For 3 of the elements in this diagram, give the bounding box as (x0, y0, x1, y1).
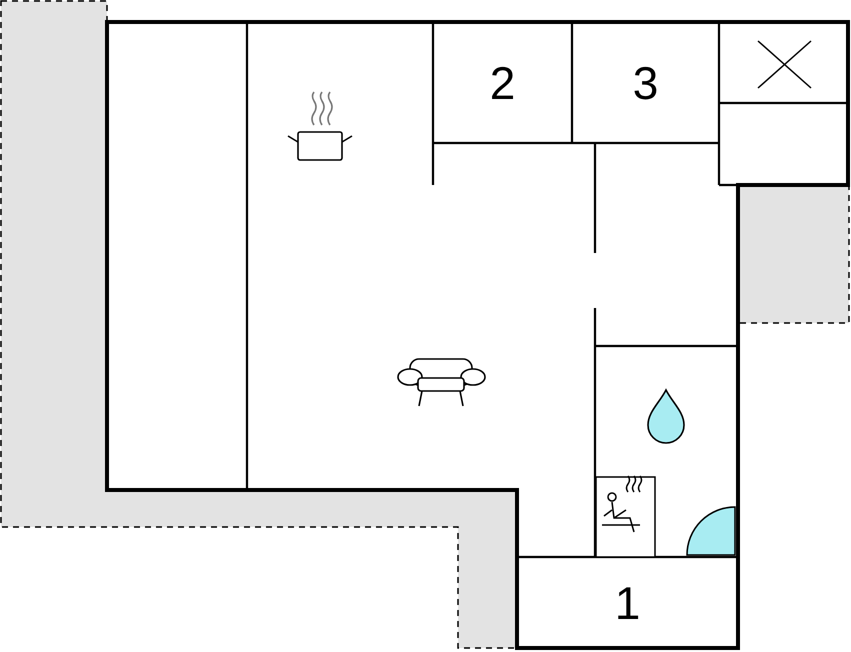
room-number: 3 (632, 60, 658, 106)
room-number: 1 (614, 580, 640, 626)
room-number: 2 (490, 60, 516, 106)
